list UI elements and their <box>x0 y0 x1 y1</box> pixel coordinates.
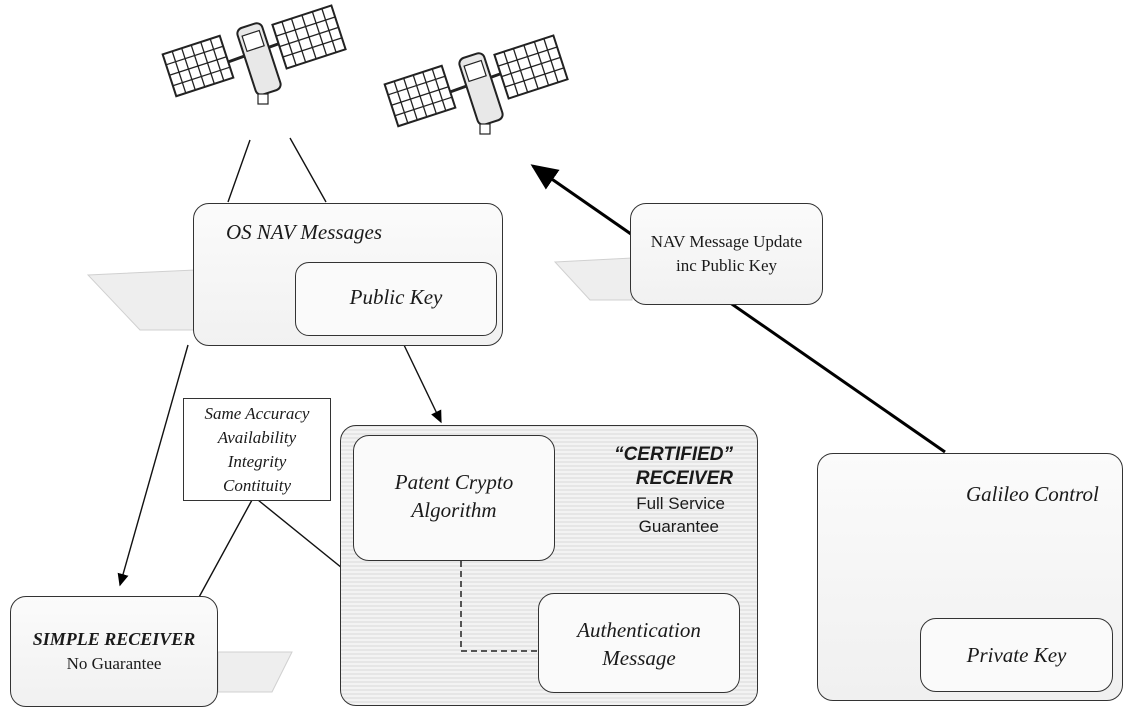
simple-receiver-title: SIMPLE RECEIVER <box>32 629 196 649</box>
signal-line <box>289 137 327 203</box>
certified-sub-line2: Guarantee <box>638 517 719 536</box>
note-line-continuity: Contituity <box>223 476 291 495</box>
certified-receiver-box: “CERTIFIED” RECEIVER Full Service Guaran… <box>340 425 758 706</box>
note-line-accuracy: Same Accuracy <box>204 404 310 423</box>
crypto-line1: Patent Crypto <box>394 470 514 494</box>
certified-heading-line2: RECEIVER <box>635 468 733 489</box>
note-line-availability: Availability <box>217 428 297 447</box>
shadow-shape <box>553 257 633 301</box>
satellite-icon <box>383 34 570 136</box>
authentication-message-box: Authentication Message <box>538 593 740 693</box>
simple-receiver-box: SIMPLE RECEIVER No Guarantee <box>10 596 218 707</box>
dashed-connector <box>460 561 538 652</box>
satellite-icon <box>161 4 348 106</box>
public-key-box: Public Key <box>295 262 497 336</box>
certified-sub-line1: Full Service <box>636 494 725 513</box>
nav-message-update-box: NAV Message Update inc Public Key <box>630 203 823 305</box>
galileo-control-title: Galileo Control <box>966 482 1099 506</box>
private-key-box: Private Key <box>920 618 1113 692</box>
patent-crypto-algorithm-box: Patent Crypto Algorithm <box>353 435 555 561</box>
certified-heading-line1: “CERTIFIED” <box>614 444 733 465</box>
os-nav-messages-title: OS NAV Messages <box>226 220 383 244</box>
nav-update-line2: inc Public Key <box>675 256 778 275</box>
auth-line1: Authentication <box>577 618 701 642</box>
upload-arrow <box>530 164 946 454</box>
note-callout-line <box>191 499 253 611</box>
galileo-control-box: Galileo Control Private Key <box>817 453 1123 701</box>
shadow-shape <box>86 269 196 331</box>
note-line-integrity: Integrity <box>227 452 287 471</box>
crypto-line2: Algorithm <box>411 498 497 522</box>
auth-line2: Message <box>602 646 676 670</box>
arrow-to-simple-receiver <box>117 344 189 587</box>
simple-receiver-subtitle: No Guarantee <box>66 654 162 673</box>
shadow-shape <box>217 651 293 693</box>
private-key-label: Private Key <box>966 643 1067 667</box>
public-key-label: Public Key <box>349 285 443 309</box>
nav-update-line1: NAV Message Update <box>650 232 803 251</box>
performance-note-box: Same Accuracy Availability Integrity Con… <box>183 398 331 501</box>
arrow-to-certified-receiver <box>403 344 442 424</box>
os-nav-messages-box: OS NAV Messages Public Key <box>193 203 503 346</box>
signal-line <box>227 139 251 203</box>
